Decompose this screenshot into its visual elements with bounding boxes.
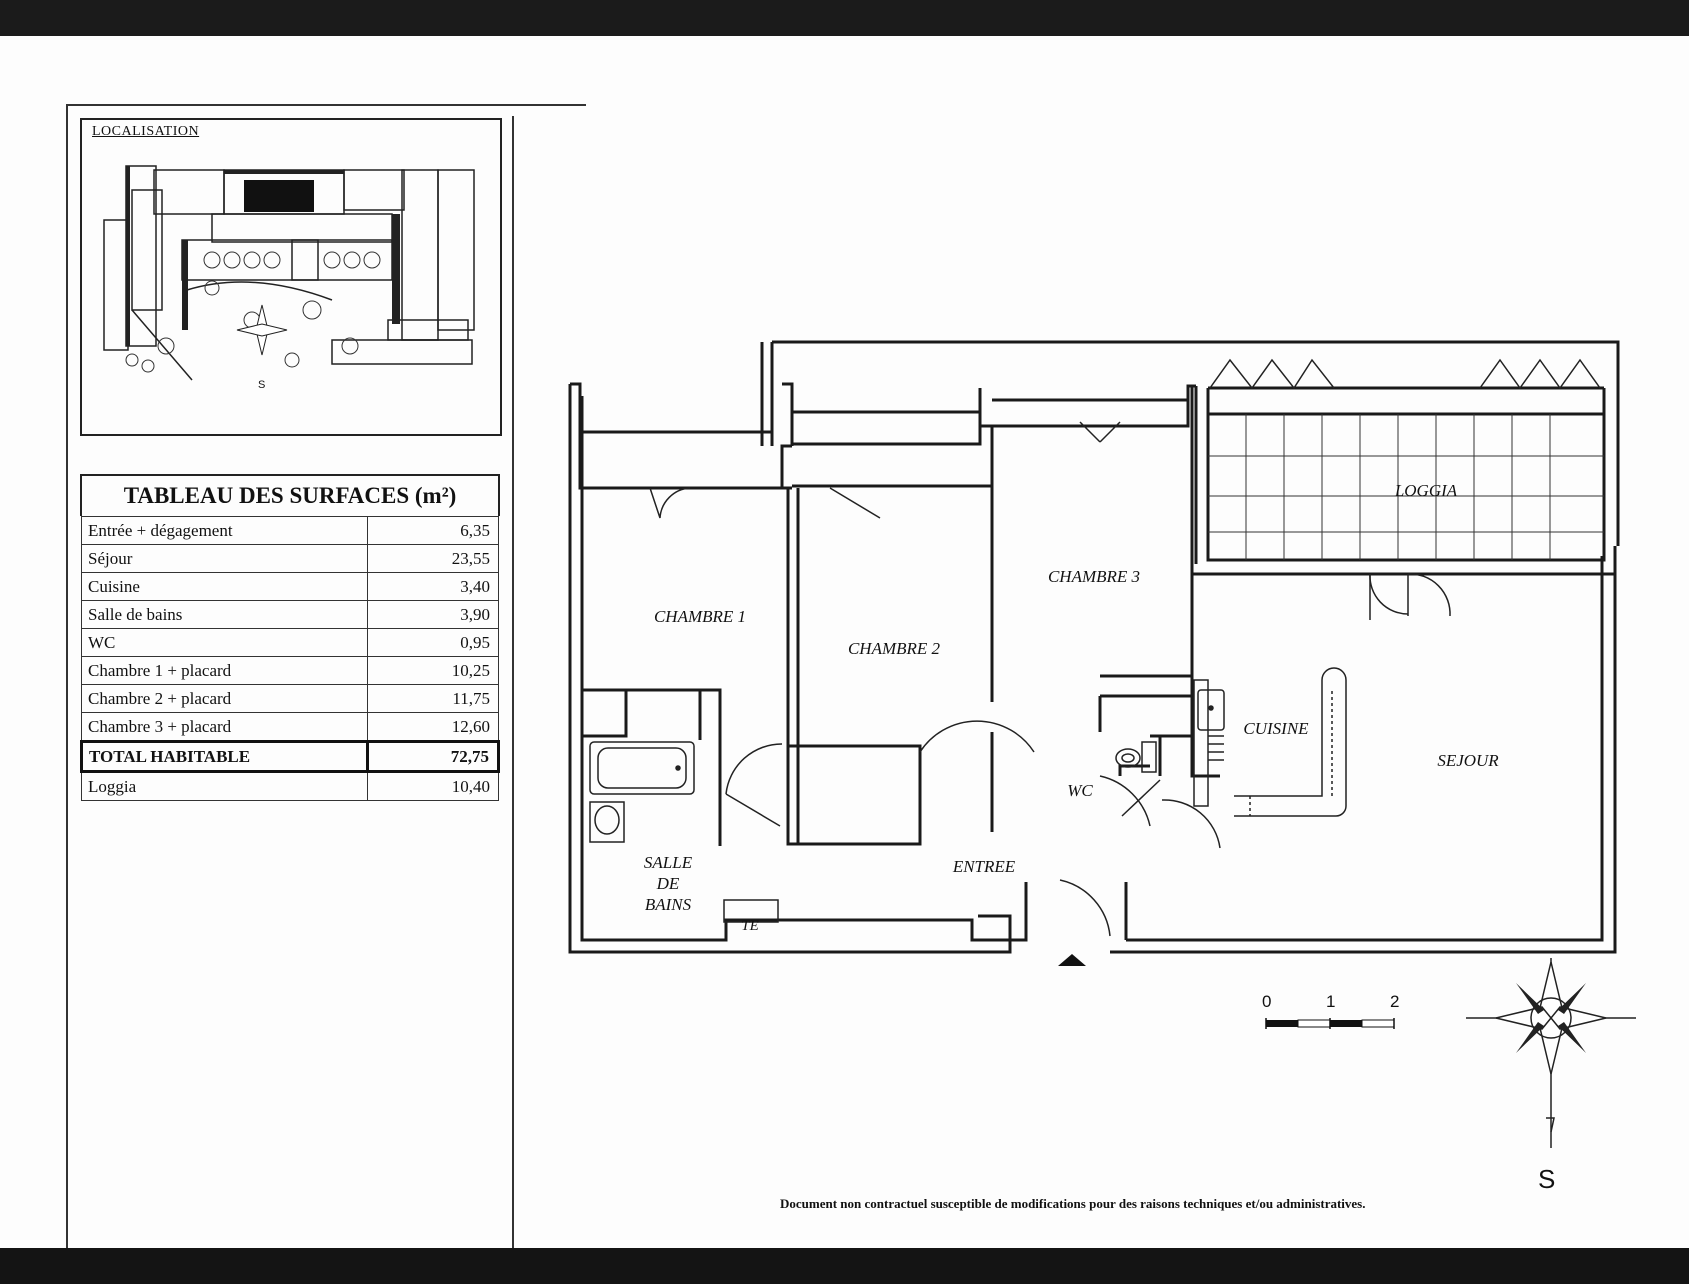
- surfaces-table-title: TABLEAU DES SURFACES (m²): [80, 474, 500, 516]
- room-label-salle: SALLE: [644, 853, 693, 872]
- loggia-value: 10,40: [367, 771, 499, 801]
- row-label: Chambre 1 + placard: [81, 656, 368, 685]
- row-value: 6,35: [367, 516, 499, 545]
- total-label: TOTAL HABITABLE: [80, 740, 369, 773]
- row-label: WC: [81, 628, 368, 657]
- surfaces-table-panel: TABLEAU DES SURFACES (m²) Entrée + dégag…: [80, 474, 500, 801]
- row-label: Entrée + dégagement: [81, 516, 368, 545]
- row-value: 3,90: [367, 600, 499, 629]
- apartment-floor-plan: LOGGIA CHAMBRE 3 CHAMBRE 1 CHAMBRE 2 CUI…: [568, 340, 1620, 966]
- row-value: 0,95: [367, 628, 499, 657]
- scale-bar-graphic: [1265, 1018, 1395, 1029]
- room-label-te: TE: [741, 918, 759, 934]
- site-plan-south-marker: S: [258, 379, 265, 391]
- row-value: 23,55: [367, 544, 499, 573]
- total-value: 72,75: [366, 740, 500, 773]
- row-value: 3,40: [367, 572, 499, 601]
- compass-rose-icon: [1466, 958, 1636, 1148]
- disclaimer-text: Document non contractuel susceptible de …: [780, 1196, 1366, 1211]
- row-label: Salle de bains: [81, 600, 368, 629]
- row-label: Chambre 3 + placard: [81, 712, 368, 742]
- scale-tick-0: 0: [1262, 992, 1272, 1011]
- localisation-label: LOCALISATION: [92, 124, 200, 139]
- room-label-wc: WC: [1067, 781, 1093, 800]
- room-label-chambre1: CHAMBRE 1: [654, 607, 746, 626]
- row-label: Chambre 2 + placard: [81, 684, 368, 713]
- row-value: 11,75: [367, 684, 499, 713]
- scale-tick-2: 2: [1390, 992, 1400, 1011]
- room-label-de: DE: [656, 874, 680, 893]
- room-label-sejour: SEJOUR: [1437, 751, 1499, 770]
- frame-top-rule: [66, 104, 586, 106]
- row-value: 12,60: [367, 712, 499, 742]
- scan-top-edge: [0, 0, 1689, 36]
- scan-bottom-edge: [0, 1248, 1689, 1284]
- room-label-entree: ENTREE: [952, 857, 1016, 876]
- frame-left-rule: [66, 104, 68, 1250]
- row-label: Cuisine: [81, 572, 368, 601]
- room-label-loggia: LOGGIA: [1394, 481, 1458, 500]
- room-label-bains: BAINS: [645, 895, 692, 914]
- room-label-chambre2: CHAMBRE 2: [848, 639, 941, 658]
- frame-divider-rule: [512, 116, 514, 1250]
- scale-tick-1: 1: [1326, 992, 1336, 1011]
- row-label: Séjour: [81, 544, 368, 573]
- loggia-label: Loggia: [81, 771, 368, 801]
- room-label-chambre3: CHAMBRE 3: [1048, 567, 1140, 586]
- room-label-cuisine: CUISINE: [1243, 719, 1309, 738]
- floor-plan-sheet: LOCALISATION: [0, 36, 1689, 1250]
- localisation-panel: LOCALISATION: [80, 118, 502, 436]
- compass-south-label: S: [1538, 1164, 1556, 1194]
- site-plan-map: S: [103, 165, 475, 391]
- row-value: 10,25: [367, 656, 499, 685]
